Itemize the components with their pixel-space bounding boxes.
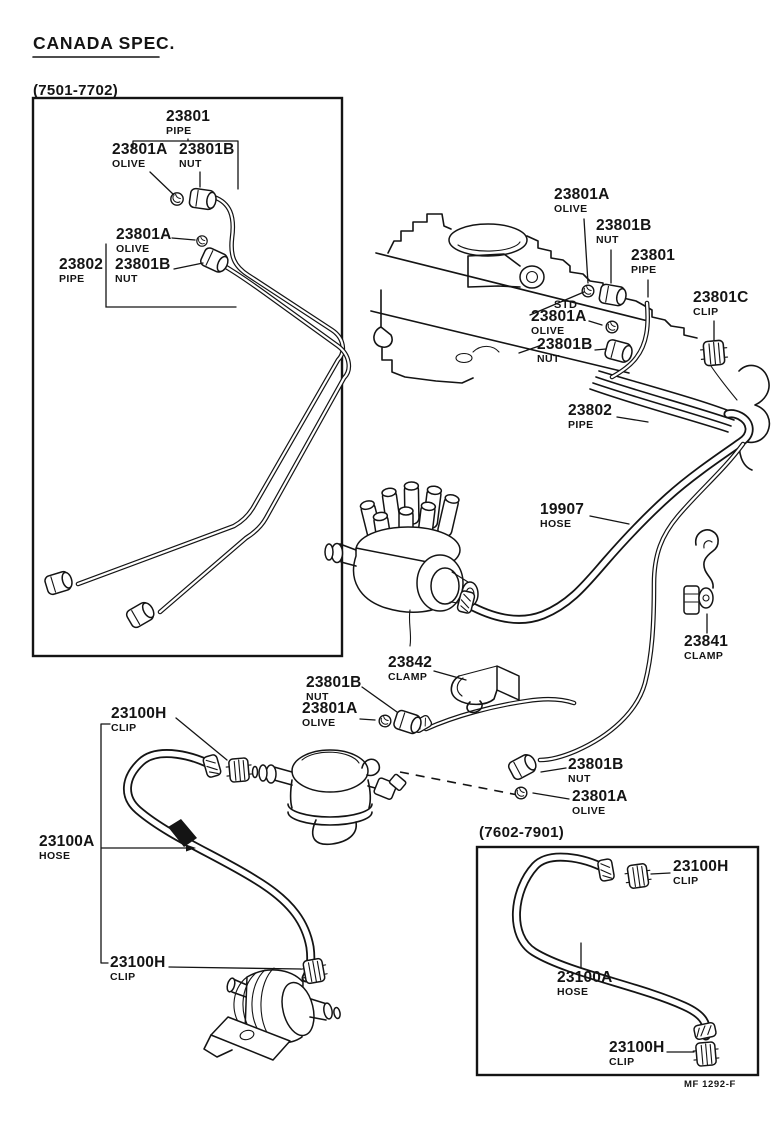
- distributor-drawing: [324, 481, 479, 647]
- pipe-through-clamp: [410, 696, 577, 735]
- fuel-pump-drawing: [251, 749, 519, 846]
- hidden-connection-line: [399, 771, 519, 796]
- hose-19907: [468, 409, 754, 624]
- pipe-assembly-early: [42, 187, 352, 630]
- figure-code: MF 1292-F: [684, 1079, 736, 1090]
- hose-23100a-early: [123, 749, 330, 986]
- spec-box-early-border: [31, 96, 344, 658]
- clip-23100h-late-bottom: [691, 1040, 721, 1068]
- date-range-early: (7501-7702): [33, 82, 119, 99]
- hose-assembly-late: [511, 852, 721, 1068]
- pipe-bundle: [589, 362, 738, 433]
- page-title: CANADA SPEC.: [33, 33, 176, 53]
- leader-arrowhead: [186, 844, 196, 852]
- clip-23100h-late-top: [623, 862, 653, 890]
- olive-23801a: [581, 284, 595, 298]
- hose-joint-band: [168, 819, 197, 847]
- date-range-late: (7602-7901): [479, 824, 565, 841]
- clip-23801c: [699, 339, 729, 367]
- pipe-23802-return: [537, 441, 746, 763]
- pipe-23801: [609, 300, 650, 380]
- engine-drawing: [370, 213, 771, 471]
- clamp-23842-drawing: [450, 665, 520, 714]
- clip-23100h-top: [224, 756, 254, 784]
- spec-box-late-border: [475, 845, 760, 1077]
- nut-23801b: [597, 282, 629, 308]
- fuel-filter-drawing: [203, 967, 341, 1061]
- clamp-23841-drawing: [683, 529, 719, 615]
- leader-lines: [100, 138, 715, 1053]
